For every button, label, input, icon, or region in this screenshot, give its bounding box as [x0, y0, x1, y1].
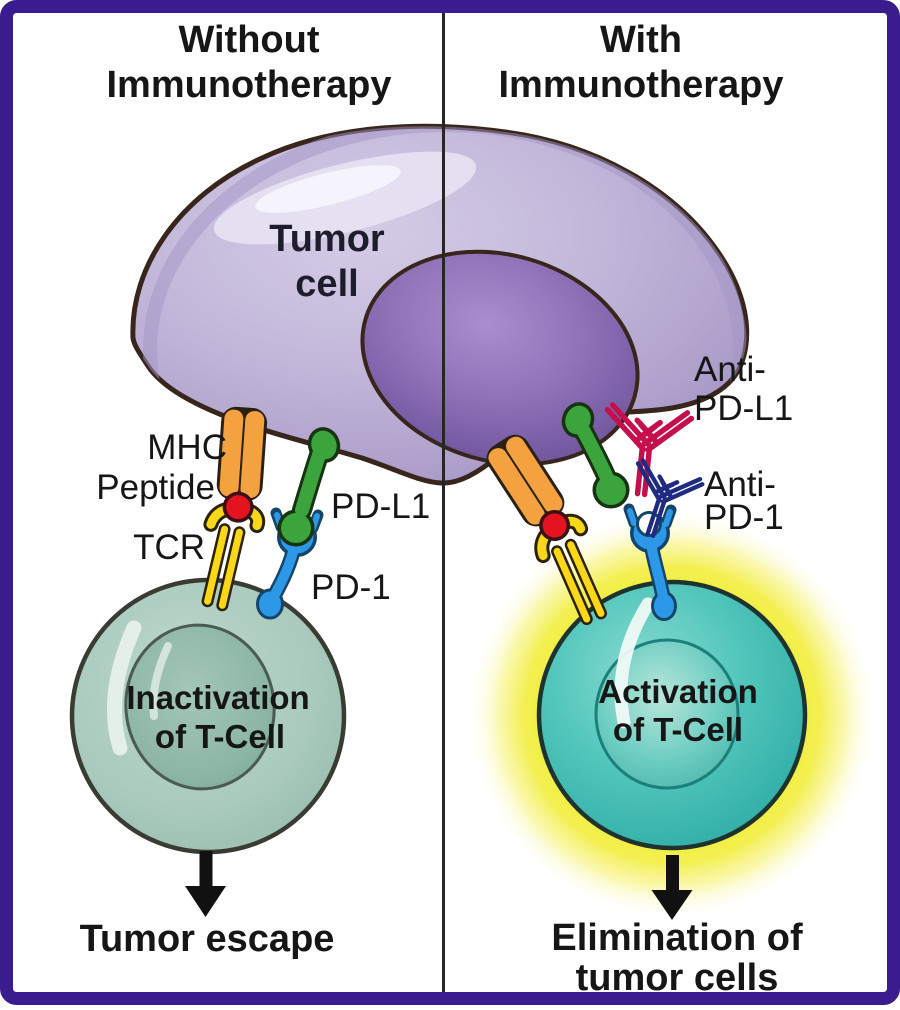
- activation-caption-line1: Activation: [598, 673, 758, 710]
- left-panel-title-line2: Immunotherapy: [106, 64, 391, 106]
- right-panel-title-line1: With: [600, 19, 682, 61]
- peptide-label: Peptide: [96, 468, 215, 507]
- tcell-activated-highlight: [614, 597, 655, 729]
- tumor-cell-label-line1: Tumor: [269, 218, 385, 260]
- elimination-label-line1: Elimination of: [551, 917, 803, 959]
- inactivation-caption-line2: of T-Cell: [155, 718, 285, 755]
- tcell-activated: [536, 579, 808, 851]
- mhc-label: MHC: [147, 428, 227, 467]
- tcell-inactivated-highlight: [106, 620, 142, 756]
- anti-pd1-label-line2: PD-1: [704, 498, 784, 537]
- right-panel-title-line2: Immunotherapy: [498, 64, 783, 106]
- tumor-escape-label: Tumor escape: [80, 918, 335, 960]
- tumor-cell-inner-rim: [143, 126, 747, 484]
- tcell-inactivated: [69, 577, 347, 855]
- elimination-arrow: [651, 855, 693, 920]
- pdl1-label: PD-L1: [331, 487, 430, 526]
- pdl1-ligand-left: [277, 427, 341, 547]
- activation-caption-line2: of T-Cell: [613, 711, 743, 748]
- tcell-inactivated-nucleus-highlight: [149, 642, 172, 720]
- left-panel-title-line1: Without: [178, 19, 319, 61]
- tumor-escape-arrow: [185, 851, 226, 917]
- inactivation-caption-line1: Inactivation: [126, 679, 309, 716]
- tcr-label: TCR: [133, 528, 205, 567]
- anti-pd1-label-line1: Anti-: [704, 465, 776, 504]
- anti-pdl1-label-line1: Anti-: [694, 350, 766, 389]
- pdl1-ligand-right: [561, 402, 630, 509]
- tumor-cell-label-line2: cell: [295, 263, 358, 305]
- tcell-activated-nucleus: [594, 638, 740, 790]
- anti-pdl1-label-line2: PD-L1: [694, 389, 793, 428]
- tumor-cell-highlight-bright: [255, 165, 401, 213]
- pd1-label: PD-1: [311, 568, 391, 607]
